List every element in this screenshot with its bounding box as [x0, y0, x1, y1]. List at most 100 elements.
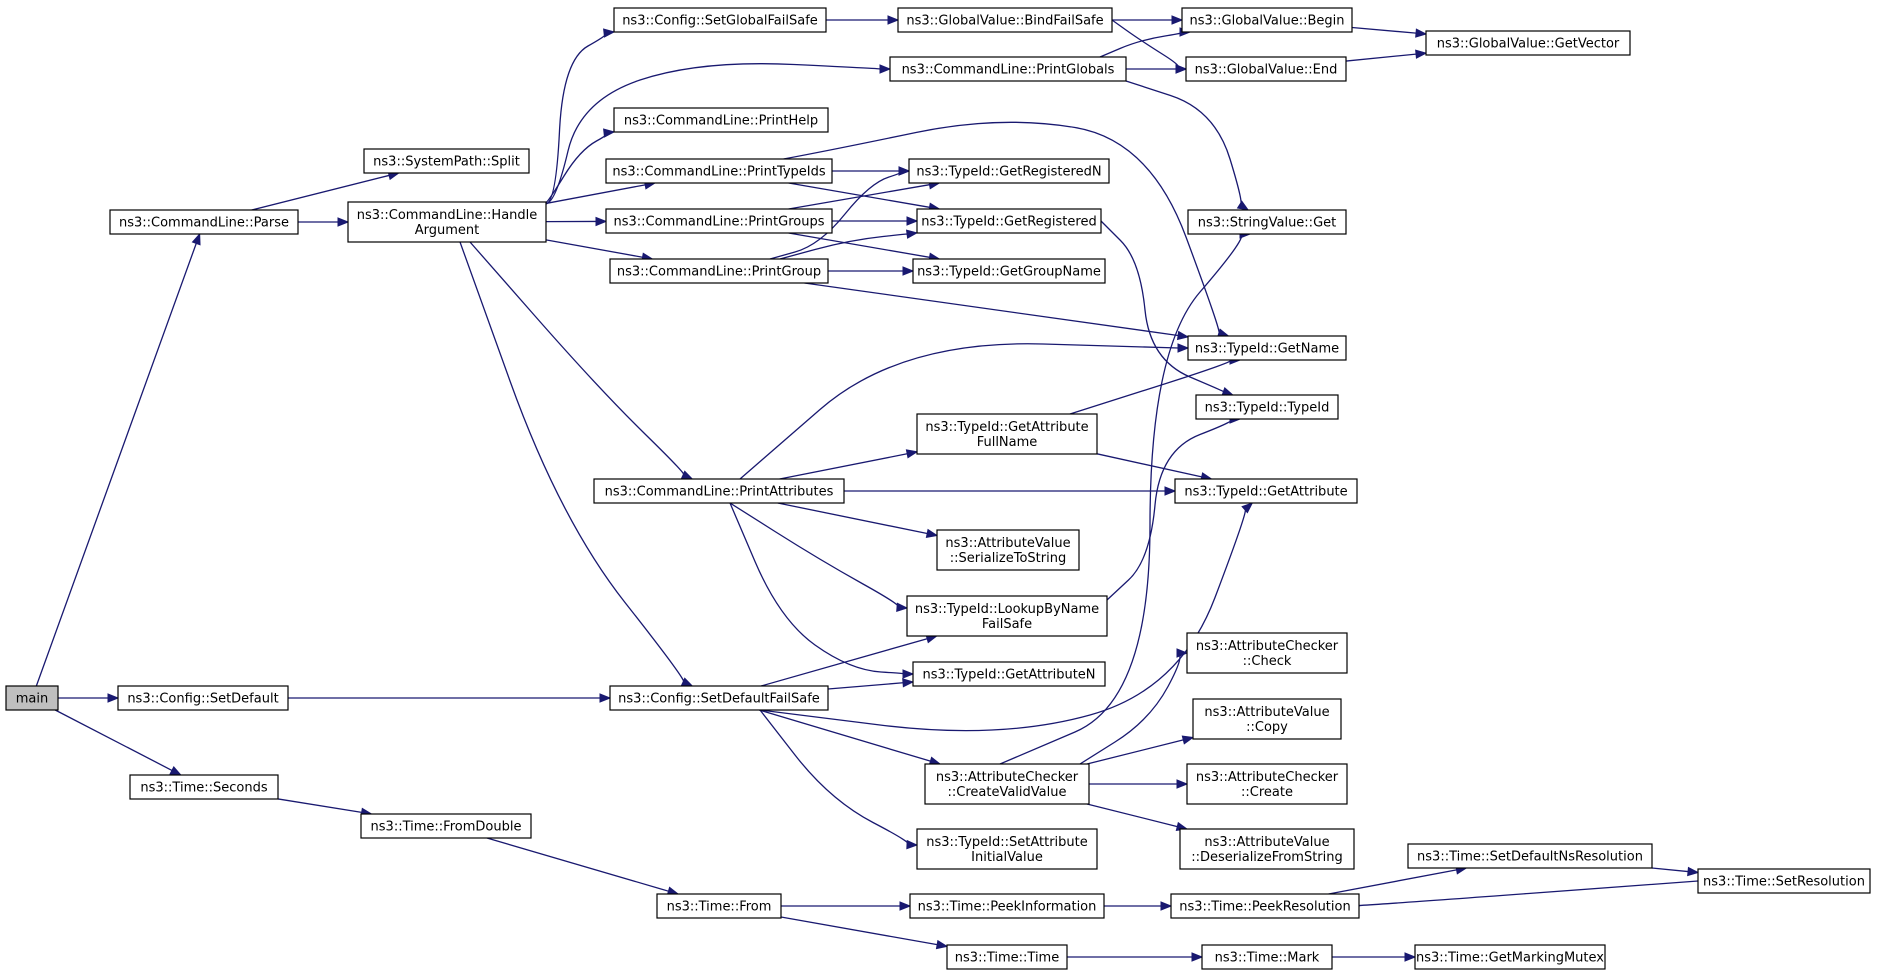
- node-gv-getvector[interactable]: ns3::GlobalValue::GetVector: [1425, 30, 1631, 56]
- node-av-deserialize[interactable]: ns3::AttributeValue::DeserializeFromStri…: [1179, 828, 1355, 870]
- node-tid-getname[interactable]: ns3::TypeId::GetName: [1187, 335, 1347, 361]
- edge-cfg_setdefaultfs-to-tid_getattrn: [827, 678, 915, 690]
- arrowhead: [1221, 387, 1235, 396]
- node-cfg-setdefault[interactable]: ns3::Config::SetDefault: [117, 685, 289, 711]
- node-gv-bind[interactable]: ns3::GlobalValue::BindFailSafe: [897, 7, 1113, 33]
- node-main[interactable]: main: [5, 685, 59, 711]
- node-label: ns3::TypeId::SetAttribute: [926, 835, 1088, 850]
- node-time-fromdouble[interactable]: ns3::Time::FromDouble: [360, 813, 532, 839]
- node-time-from[interactable]: ns3::Time::From: [656, 893, 782, 919]
- edge-tid_getreg-to-tid_typeid: [1100, 220, 1235, 396]
- node-box: [1186, 763, 1348, 805]
- edge-cfg_setdefaultfs-to-tid_lookup: [760, 634, 939, 687]
- node-gv-end[interactable]: ns3::GlobalValue::End: [1185, 56, 1347, 82]
- node-box: [109, 209, 299, 235]
- node-label: ns3::CommandLine::Parse: [119, 216, 289, 231]
- node-label: ns3::CommandLine::PrintHelp: [624, 114, 818, 129]
- edge-line: [545, 184, 646, 205]
- edge-line: [827, 682, 904, 690]
- edge-cl_handle-to-cl_printglobals: [545, 63, 892, 205]
- node-tid-typeid[interactable]: ns3::TypeId::TypeId: [1195, 394, 1339, 420]
- node-box: [360, 813, 532, 839]
- edge-cl_handle-to-cfg_setdefaultfs: [459, 241, 694, 687]
- edge-cl_printglobals-to-gv_end: [1126, 64, 1188, 74]
- arrowhead: [595, 216, 608, 227]
- node-label: ns3::Time::From: [667, 900, 772, 915]
- node-label: ns3::Time::SetResolution: [1703, 875, 1865, 890]
- node-time-setdefaultns[interactable]: ns3::Time::SetDefaultNsResolution: [1407, 843, 1653, 869]
- node-tid-getgroupname[interactable]: ns3::TypeId::GetGroupName: [912, 258, 1106, 284]
- edge-line: [779, 233, 910, 260]
- node-cfg-setdefaultfs[interactable]: ns3::Config::SetDefaultFailSafe: [609, 685, 829, 711]
- nodes-layer: main ns3::CommandLine::Parse ns3::SystemPa…: [5, 7, 1871, 970]
- node-tid-getattrn[interactable]: ns3::TypeId::GetAttributeN: [912, 661, 1106, 687]
- edge-cl_parse-to-cl_handle: [298, 217, 350, 227]
- node-ac-check[interactable]: ns3::AttributeChecker::Check: [1186, 632, 1348, 674]
- node-time-peekinfo[interactable]: ns3::Time::PeekInformation: [909, 893, 1105, 919]
- node-sp-split[interactable]: ns3::SystemPath::Split: [363, 148, 530, 174]
- node-gv-begin[interactable]: ns3::GlobalValue::Begin: [1181, 7, 1353, 33]
- node-label: ns3::CommandLine::PrintGroup: [617, 265, 821, 280]
- edge-ac_createvalid-to-ac_check: [1079, 648, 1189, 765]
- edge-line: [1328, 869, 1457, 895]
- edge-ac_createvalid-to-av_copy: [1086, 735, 1195, 765]
- node-cl-printhelp[interactable]: ns3::CommandLine::PrintHelp: [613, 107, 829, 133]
- node-time-getmutex[interactable]: ns3::Time::GetMarkingMutex: [1414, 944, 1606, 970]
- node-cl-printgroups[interactable]: ns3::CommandLine::PrintGroups: [605, 208, 833, 234]
- edge-cl_printattrs-to-tid_getname: [739, 343, 1190, 480]
- node-label: ns3::Time::GetMarkingMutex: [1416, 951, 1604, 966]
- edge-time_fromdouble-to-time_from: [486, 837, 680, 896]
- edge-tid_getattrfull-to-tid_getattr: [1096, 453, 1213, 482]
- node-time-seconds[interactable]: ns3::Time::Seconds: [129, 774, 279, 800]
- node-box: [889, 56, 1127, 82]
- edge-line: [1351, 26, 1417, 34]
- arrowhead: [896, 602, 909, 612]
- edge-gv_end-to-gv_getvector: [1345, 49, 1428, 62]
- edge-cl_printgroups-to-tid_getgroupname: [788, 232, 941, 262]
- node-time-peekres[interactable]: ns3::Time::PeekResolution: [1170, 893, 1360, 919]
- node-box: [936, 529, 1080, 571]
- node-av-serialize[interactable]: ns3::AttributeValue::SerializeToString: [936, 529, 1080, 571]
- node-label: ns3::StringValue::Get: [1198, 216, 1336, 231]
- edge-cfg_setdefaultfs-to-ac_createvalid: [759, 709, 942, 766]
- node-box: [1174, 478, 1358, 504]
- node-box: [1187, 335, 1347, 361]
- arrowhead: [1176, 779, 1189, 789]
- node-sv-get[interactable]: ns3::StringValue::Get: [1187, 209, 1347, 235]
- arrowhead: [1404, 952, 1417, 962]
- edge-cl_printgroup-to-tid_getreg: [779, 229, 919, 260]
- node-cl-printglobals[interactable]: ns3::CommandLine::PrintGlobals: [889, 56, 1127, 82]
- node-tid-getreg[interactable]: ns3::TypeId::GetRegistered: [916, 208, 1102, 234]
- node-av-copy[interactable]: ns3::AttributeValue::Copy: [1192, 698, 1342, 740]
- node-time-setres[interactable]: ns3::Time::SetResolution: [1697, 868, 1871, 894]
- node-ac-create[interactable]: ns3::AttributeChecker::Create: [1186, 763, 1348, 805]
- node-box: [1425, 30, 1631, 56]
- edge-line: [35, 243, 197, 687]
- node-box: [363, 148, 530, 174]
- node-time-time[interactable]: ns3::Time::Time: [946, 944, 1068, 970]
- node-cl-printtypeids[interactable]: ns3::CommandLine::PrintTypeIds: [605, 158, 833, 184]
- node-box: [909, 893, 1105, 919]
- node-label: InitialValue: [971, 850, 1043, 865]
- edge-line: [777, 502, 928, 535]
- node-ac-createvalid[interactable]: ns3::AttributeChecker::CreateValidValue: [924, 763, 1090, 805]
- node-box: [897, 7, 1113, 33]
- edge-time_from-to-time_peekinfo: [781, 901, 912, 911]
- arrowhead: [1175, 64, 1188, 74]
- node-time-mark[interactable]: ns3::Time::Mark: [1201, 944, 1333, 970]
- node-tid-getregn[interactable]: ns3::TypeId::GetRegisteredN: [908, 158, 1110, 184]
- arrowhead: [599, 693, 612, 703]
- node-cl-parse[interactable]: ns3::CommandLine::Parse: [109, 209, 299, 235]
- node-cfg-setglobal[interactable]: ns3::Config::SetGlobalFailSafe: [613, 7, 827, 33]
- node-tid-getattr[interactable]: ns3::TypeId::GetAttribute: [1174, 478, 1358, 504]
- node-box: [117, 685, 289, 711]
- node-box: [912, 661, 1106, 687]
- node-cl-printgroup[interactable]: ns3::CommandLine::PrintGroup: [609, 258, 829, 284]
- edge-cl_printattrs-to-av_serialize: [777, 502, 939, 539]
- node-cl-printattrs[interactable]: ns3::CommandLine::PrintAttributes: [593, 478, 845, 504]
- edge-line: [1099, 31, 1184, 58]
